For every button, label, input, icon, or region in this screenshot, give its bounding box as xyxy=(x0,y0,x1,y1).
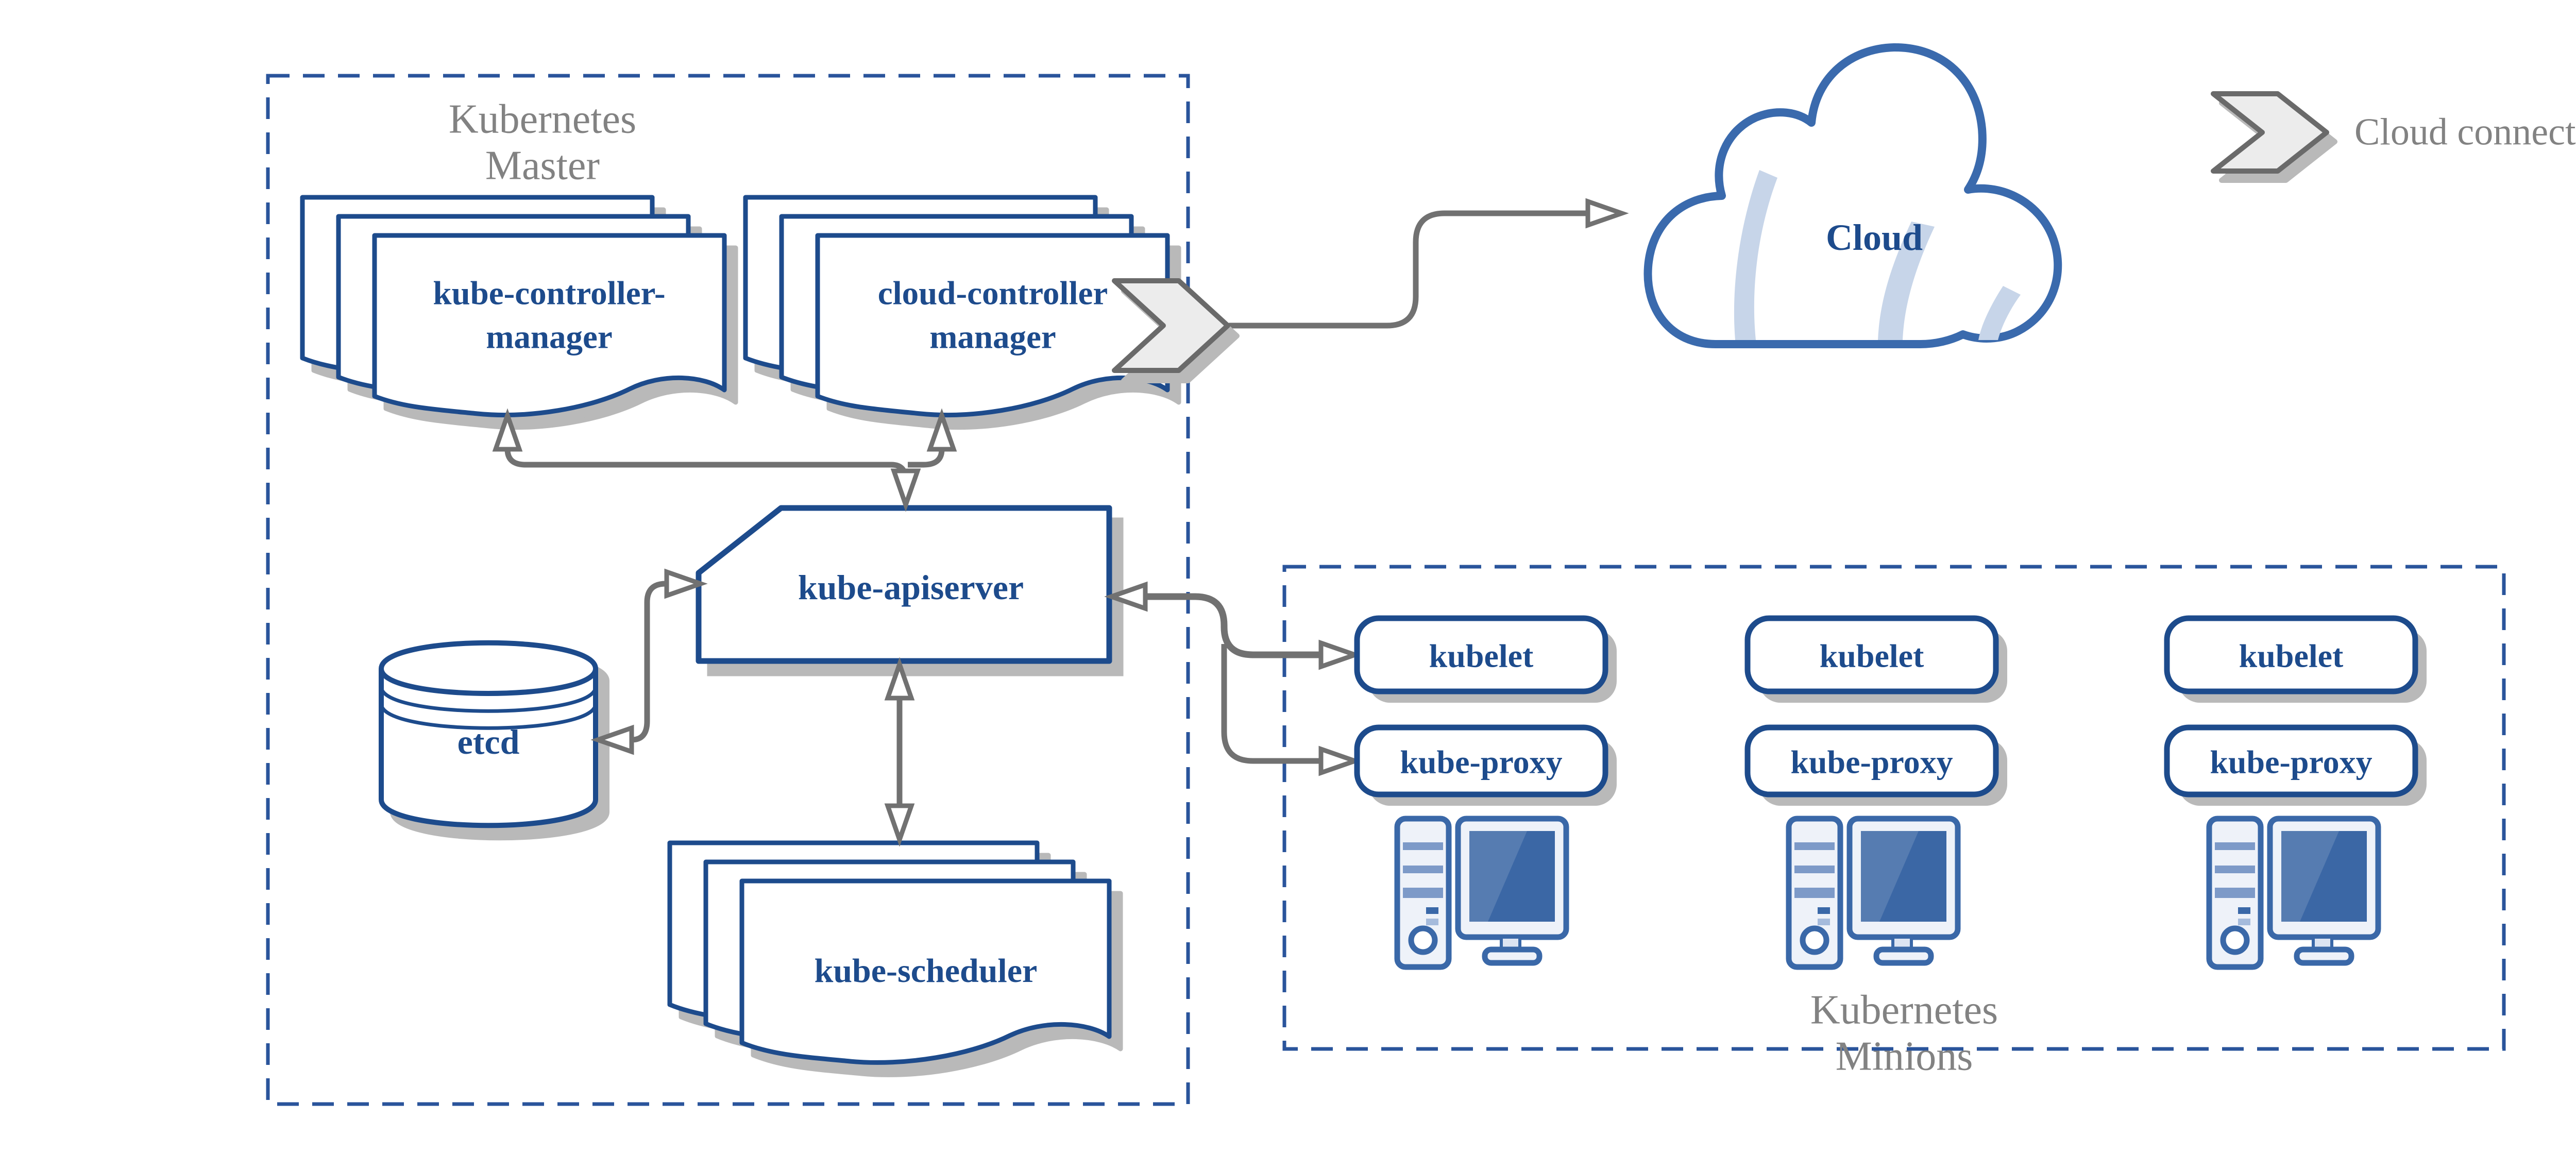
arrowheads xyxy=(492,198,1629,847)
kubelet-box xyxy=(1744,615,1999,694)
cloud-node xyxy=(1643,43,2062,348)
cloud-controller-branch-link xyxy=(908,449,945,468)
master-boundary xyxy=(266,74,1190,1106)
arrowhead-up-icon xyxy=(884,657,915,701)
kubelet-box xyxy=(1354,615,1608,694)
kube-apiserver-node xyxy=(696,505,1124,676)
arrowhead-left-icon xyxy=(590,724,634,755)
controllers-to-apiserver-link xyxy=(504,449,909,503)
connector-to-cloud-link xyxy=(1229,210,1588,329)
kube-proxy-box xyxy=(2164,724,2418,798)
minions-boundary xyxy=(1282,565,2506,1051)
desktop-computer-icon xyxy=(1789,819,1958,967)
arrowhead-right-icon xyxy=(1318,745,1362,776)
arrowhead-down-icon xyxy=(890,468,921,512)
desktop-computer-icon xyxy=(2209,819,2378,967)
kube-proxy-box xyxy=(1744,724,1999,798)
arrowhead-up-icon xyxy=(926,408,957,452)
arrowhead-right-icon xyxy=(1318,639,1362,670)
kubelet-box xyxy=(2164,615,2418,694)
apiserver-to-kube-proxy-link xyxy=(1221,644,1321,764)
arrowhead-right-icon xyxy=(664,568,708,599)
cloud-controller-manager-node xyxy=(745,197,1179,427)
apiserver-to-etcd-link xyxy=(631,581,669,743)
etcd-node xyxy=(379,640,609,841)
desktop-computer-icon xyxy=(1397,819,1566,967)
arrowhead-left-icon xyxy=(1104,581,1148,612)
connectors xyxy=(504,210,1588,807)
arrowhead-up-icon xyxy=(492,408,523,452)
arrowhead-down-icon xyxy=(884,803,915,847)
kube-controller-manager-node xyxy=(302,197,736,427)
apiserver-to-kubelet-link xyxy=(1145,593,1321,658)
kube-scheduler-node xyxy=(670,843,1121,1075)
kube-proxy-box xyxy=(1354,724,1608,798)
arrowhead-right-icon xyxy=(1585,198,1629,229)
minion-boxes xyxy=(1354,615,2427,806)
legend-cloud-connector xyxy=(2213,94,2335,180)
